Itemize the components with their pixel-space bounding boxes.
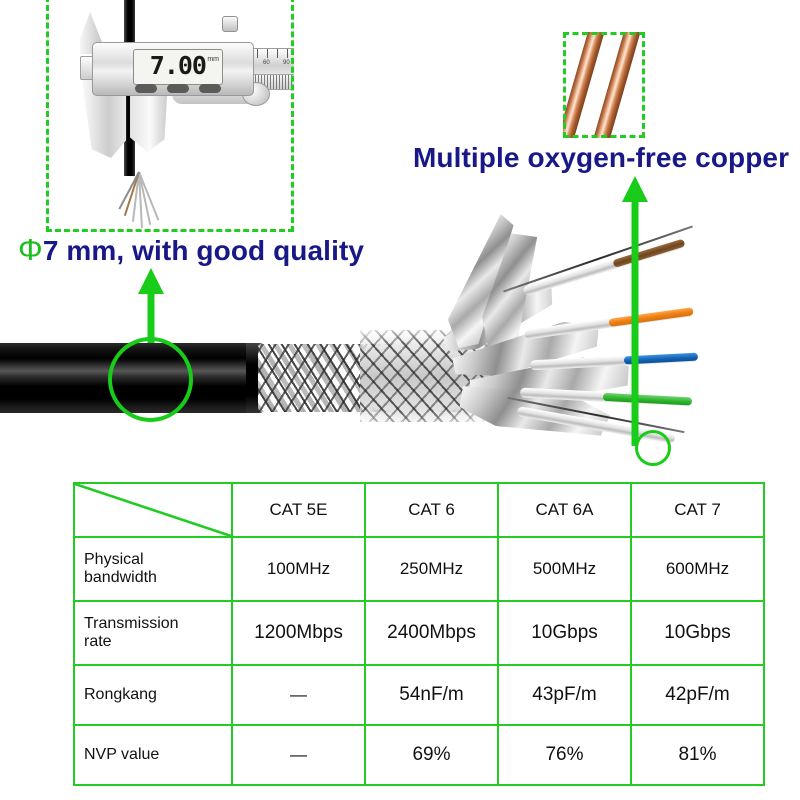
- copper-core-highlight-circle: [635, 430, 671, 466]
- cell-bandwidth-cat6: 250MHz: [364, 536, 499, 602]
- copper-inset-border: [563, 32, 645, 138]
- caliper-inset-photo: 060 90 7.00 mm: [46, 0, 294, 232]
- diameter-callout-arrow-icon: [138, 268, 164, 343]
- cell-nvp-cat6: 69%: [364, 724, 499, 786]
- column-header-cat7: CAT 7: [630, 482, 765, 538]
- column-header-cat5e: CAT 5E: [231, 482, 366, 538]
- caliper-button-1: [135, 84, 157, 93]
- cable-spec-table: CAT 5E CAT 6 CAT 6A CAT 7 Physical bandw…: [73, 482, 765, 786]
- row-label-transmission-rate: Transmission rate: [73, 600, 233, 666]
- row-label-rongkang: Rongkang: [73, 664, 233, 726]
- caliper-reading-unit: mm: [207, 56, 219, 63]
- table-row: NVP value — 69% 76% 81%: [73, 724, 765, 786]
- caliper-buttons: [135, 84, 221, 93]
- twisted-pair-orange: [524, 306, 694, 340]
- cable-photo: 060 90 7.00 mm: [0, 0, 790, 466]
- cell-nvp-cat7: 81%: [630, 724, 765, 786]
- cell-rongkang-cat5e: —: [231, 664, 366, 726]
- caliper-inset-border: [46, 0, 294, 232]
- cell-nvp-cat6a: 76%: [497, 724, 632, 786]
- cell-rate-cat7: 10Gbps: [630, 600, 765, 666]
- cell-rongkang-cat6: 54nF/m: [364, 664, 499, 726]
- table-row: Transmission rate 1200Mbps 2400Mbps 10Gb…: [73, 600, 765, 666]
- cell-bandwidth-cat5e: 100MHz: [231, 536, 366, 602]
- jacket-diameter-highlight-circle: [108, 337, 193, 422]
- row-label-line1: Physical: [84, 551, 144, 569]
- caliper-button-2: [167, 84, 189, 93]
- caliper-knob: [222, 16, 238, 32]
- copper-caption: Multiple oxygen-free copper: [413, 142, 790, 173]
- cell-bandwidth-cat7: 600MHz: [630, 536, 765, 602]
- cell-rate-cat6a: 10Gbps: [497, 600, 632, 666]
- twisted-pair-brown: [522, 237, 686, 297]
- diagonal-divider-icon: [75, 484, 231, 536]
- cell-rongkang-cat7: 42pF/m: [630, 664, 765, 726]
- cell-rate-cat6: 2400Mbps: [364, 600, 499, 666]
- column-header-cat6a: CAT 6A: [497, 482, 632, 538]
- row-label-line2: bandwidth: [84, 569, 157, 586]
- column-header-cat6: CAT 6: [364, 482, 499, 538]
- row-label-physical-bandwidth: Physical bandwidth: [73, 536, 233, 602]
- row-label-line2: rate: [84, 633, 112, 650]
- copper-callout-arrow-icon: [620, 176, 650, 446]
- table-row: Rongkang — 54nF/m 43pF/m 42pF/m: [73, 664, 765, 726]
- cell-bandwidth-cat6a: 500MHz: [497, 536, 632, 602]
- diameter-caption: Φ7 mm, with good quality: [18, 232, 364, 268]
- caliper-body: 7.00 mm: [92, 42, 254, 96]
- caliper-reading-value: 7.00: [149, 51, 207, 80]
- table-corner-cell: [73, 482, 233, 538]
- table-row: Physical bandwidth 100MHz 250MHz 500MHz …: [73, 536, 765, 602]
- row-label-line1: Transmission: [84, 615, 179, 633]
- diameter-caption-text: 7 mm, with good quality: [42, 235, 365, 266]
- row-label-nvp-value: NVP value: [73, 724, 233, 786]
- table-header-row: CAT 5E CAT 6 CAT 6A CAT 7: [73, 482, 765, 538]
- cell-nvp-cat5e: —: [231, 724, 366, 786]
- cell-rate-cat5e: 1200Mbps: [231, 600, 366, 666]
- diameter-symbol-icon: Φ: [18, 232, 43, 267]
- caliper-button-3: [199, 84, 221, 93]
- cell-rongkang-cat6a: 43pF/m: [497, 664, 632, 726]
